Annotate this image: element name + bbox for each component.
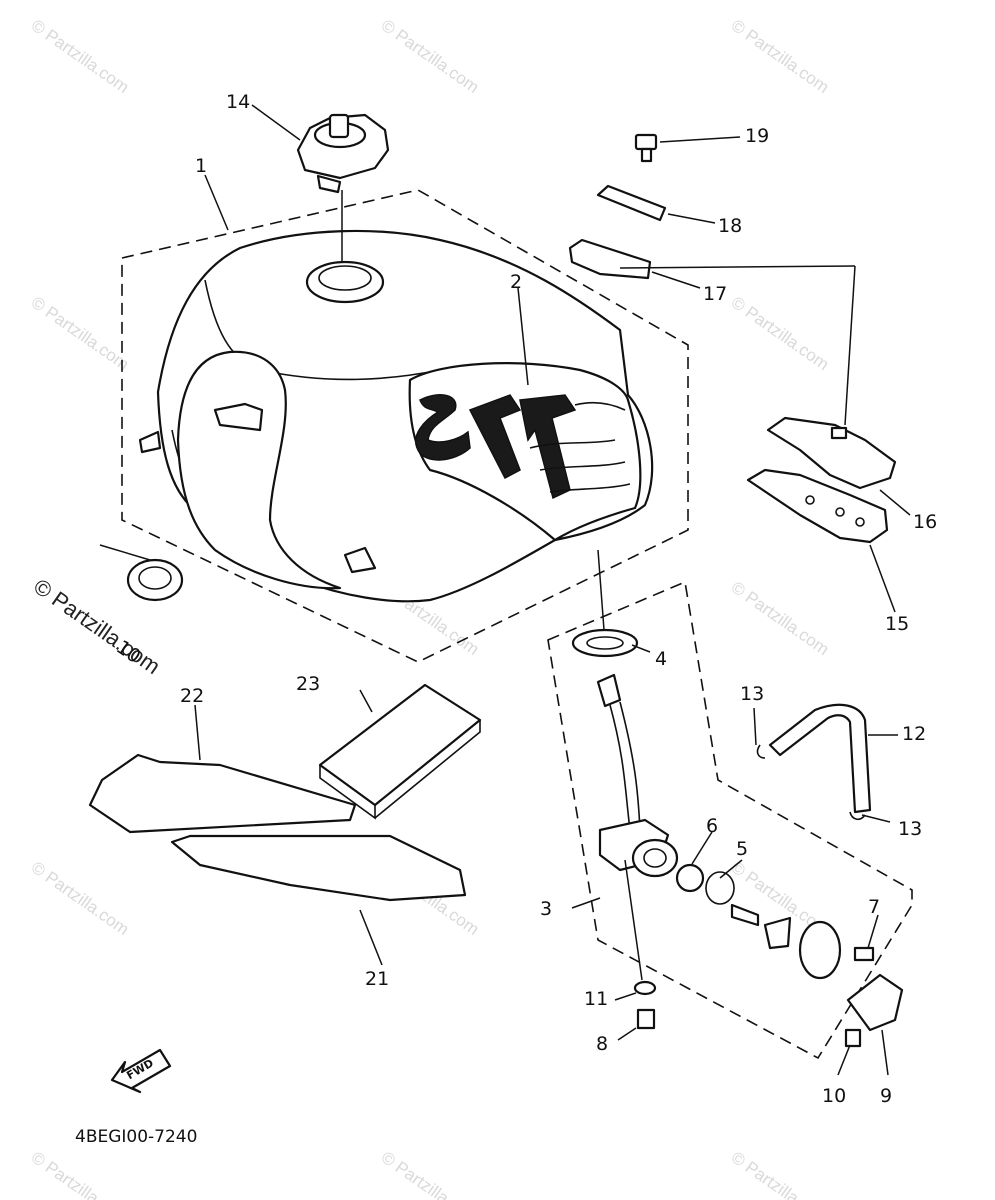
callout-14: 14 <box>226 91 250 113</box>
bracket-18 <box>596 184 667 222</box>
fwd-arrow-icon: FWD <box>110 1048 172 1094</box>
filler-neck <box>305 260 385 304</box>
watermark: © Partzilla.com <box>28 293 133 374</box>
callout-12: 12 <box>902 723 926 745</box>
callout-labels: 14 1 2 19 18 17 16 15 4 23 22 21 13 12 1… <box>112 91 937 1107</box>
cover-15 <box>746 468 889 544</box>
callout-19: 19 <box>745 125 769 147</box>
gasket-leader <box>597 549 605 631</box>
callout-10-lower: 10 <box>822 1085 846 1107</box>
callout-11: 11 <box>584 988 608 1010</box>
watermark: © Partzilla.com <box>728 1148 833 1200</box>
pad-21 <box>170 834 467 902</box>
cover-16 <box>766 416 897 490</box>
callout-18: 18 <box>718 215 742 237</box>
callout-16: 16 <box>913 511 937 533</box>
watermark: © Partzilla.com <box>378 1148 483 1200</box>
hose-12 <box>768 703 872 814</box>
callout-17: 17 <box>703 283 727 305</box>
watermark: © Partzilla.com <box>728 293 833 374</box>
callout-9: 9 <box>880 1085 892 1107</box>
pad-23 <box>318 683 482 807</box>
fuel-cock <box>596 673 904 1048</box>
callout-23: 23 <box>296 673 320 695</box>
pad-22 <box>88 753 357 834</box>
fuel-cock-assembly-outline <box>547 580 913 1060</box>
watermark: © Partzilla.com <box>28 858 133 939</box>
leader-lines <box>99 104 911 1076</box>
damper-17 <box>568 238 652 280</box>
cover-16-nut <box>830 426 848 440</box>
callout-4: 4 <box>655 648 667 670</box>
callout-13-upper: 13 <box>740 683 764 705</box>
diagram-code: 4BEGI00-7240 <box>75 1127 197 1147</box>
callout-21: 21 <box>365 968 389 990</box>
watermark: © Partzilla.com <box>378 16 483 97</box>
callout-5: 5 <box>736 838 748 860</box>
callout-2: 2 <box>510 271 522 293</box>
watermark: © Partzilla.com <box>728 578 833 659</box>
callout-22: 22 <box>180 685 204 707</box>
callout-7: 7 <box>868 896 880 918</box>
fuel-tank <box>138 229 654 603</box>
callout-15: 15 <box>885 613 909 635</box>
watermark: © Partzilla.com <box>728 16 833 97</box>
watermark: © Partzilla.com <box>28 1148 133 1200</box>
tank-assembly-outline <box>121 189 689 663</box>
bolt-19 <box>634 133 658 163</box>
fuel-cap <box>296 113 390 194</box>
drain-leader <box>624 859 643 981</box>
callout-1: 1 <box>195 155 207 177</box>
gasket-4 <box>571 628 639 658</box>
callout-6: 6 <box>706 815 718 837</box>
grommet <box>126 558 184 602</box>
callout-13-lower: 13 <box>898 818 922 840</box>
watermark: © Partzilla.com <box>28 16 133 97</box>
callout-3: 3 <box>540 898 552 920</box>
callout-8: 8 <box>596 1033 608 1055</box>
watermark-layer: © Partzilla.com © Partzilla.com © Partzi… <box>28 16 833 1200</box>
